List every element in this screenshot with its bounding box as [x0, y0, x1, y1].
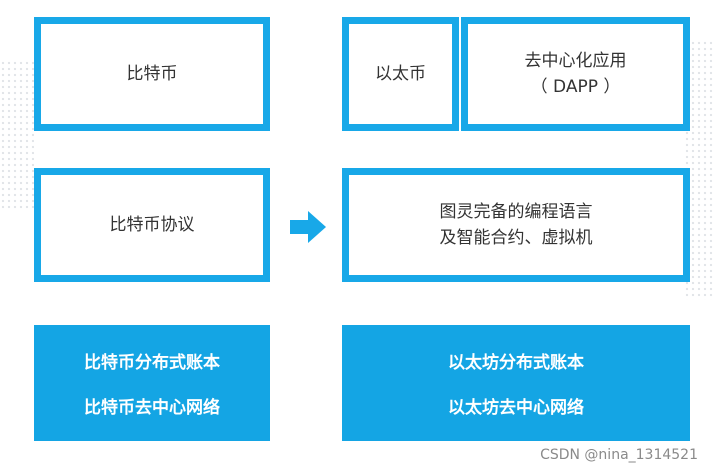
ethereum-ledger-label: 以太坊分布式账本: [448, 353, 584, 373]
dapp-title: 去中心化应用: [524, 51, 627, 71]
dapp-subtitle: （ DAPP ）: [530, 77, 621, 97]
turing-line-1: 图灵完备的编程语言: [439, 202, 593, 222]
decorative-dots-left: [0, 60, 34, 210]
bitcoin-label: 比特币: [126, 64, 178, 84]
ether-box: 以太币: [342, 17, 459, 131]
dapp-box: 去中心化应用 （ DAPP ）: [461, 17, 690, 131]
turing-line-2: 及智能合约、虚拟机: [439, 228, 593, 248]
bitcoin-ledger-label: 比特币分布式账本: [84, 353, 220, 373]
ethereum-ledger-network-box: 以太坊分布式账本 以太坊去中心网络: [342, 325, 690, 441]
ether-label: 以太币: [375, 64, 426, 84]
bitcoin-box: 比特币: [34, 17, 270, 131]
bitcoin-ledger-network-box: 比特币分布式账本 比特币去中心网络: [34, 325, 270, 441]
watermark-text: CSDN @nina_1314521: [540, 447, 698, 463]
bitcoin-protocol-label: 比特币协议: [109, 215, 195, 235]
bitcoin-network-label: 比特币去中心网络: [84, 398, 220, 418]
arrow-right-icon: [290, 211, 326, 243]
ethereum-network-label: 以太坊去中心网络: [448, 398, 584, 418]
dapp-text: 去中心化应用 （ DAPP ）: [525, 48, 627, 100]
turing-complete-text: 图灵完备的编程语言 及智能合约、虚拟机: [440, 199, 593, 251]
bitcoin-protocol-box: 比特币协议: [34, 168, 270, 282]
turing-complete-box: 图灵完备的编程语言 及智能合约、虚拟机: [342, 168, 690, 282]
